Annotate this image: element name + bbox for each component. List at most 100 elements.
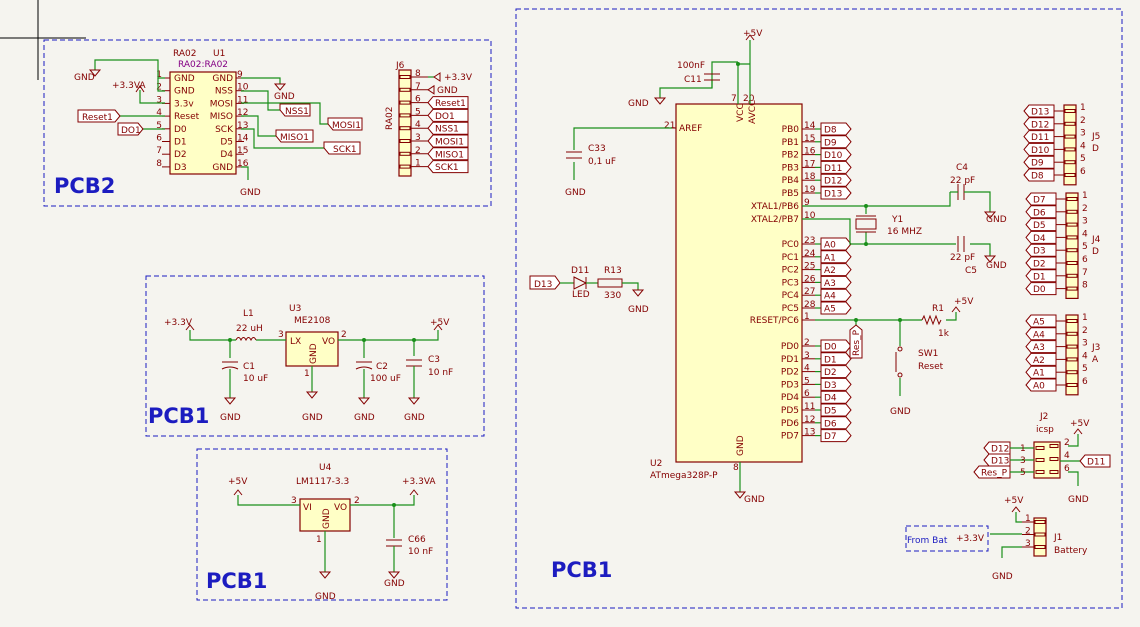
svg-text:GND: GND xyxy=(986,261,1007,271)
svg-text:U2: U2 xyxy=(650,459,662,469)
u1-pin-d1: D1 xyxy=(174,138,187,148)
j2-label-d11: D11 xyxy=(1079,454,1111,468)
svg-text:20: 20 xyxy=(743,94,755,104)
j6-3v3-label: +3.3V xyxy=(444,73,473,83)
u2-atmega328p[interactable]: U2 ATmega328P-P VCC AVCC AREF GND 7 20 2… xyxy=(650,94,852,481)
u2-pin-num: 6 xyxy=(804,389,810,399)
svg-text:Battery: Battery xyxy=(1054,546,1088,556)
svg-text:D6: D6 xyxy=(1033,208,1046,218)
svg-text:D9: D9 xyxy=(824,138,837,148)
svg-text:NSS1: NSS1 xyxy=(285,107,309,117)
u1-pin-num: 3 xyxy=(156,95,162,105)
svg-text:A2: A2 xyxy=(1033,356,1045,366)
svg-text:GND: GND xyxy=(404,413,425,423)
u2-pin-pb2: PB2 xyxy=(782,151,799,161)
svg-text:D11: D11 xyxy=(1031,133,1049,143)
svg-text:MOSI1: MOSI1 xyxy=(332,121,361,131)
j6-label-miso1: MISO1 xyxy=(427,147,469,160)
svg-text:GND: GND xyxy=(628,99,649,109)
svg-text:SCK1: SCK1 xyxy=(435,163,459,173)
u2-pin-num: 14 xyxy=(804,121,816,131)
u2-net-a2: A2 xyxy=(820,263,852,276)
label-reset1: Reset1 xyxy=(77,109,121,123)
svg-text:GND: GND xyxy=(890,407,911,417)
svg-text:1k: 1k xyxy=(938,329,950,339)
j2-pin-num: 6 xyxy=(1064,464,1070,474)
svg-text:A3: A3 xyxy=(1033,343,1045,353)
pcb1-ldo-region xyxy=(196,448,448,601)
u4-lm1117-regulator[interactable]: U4 LM1117-3.3 VI VO GND 3 2 1 xyxy=(291,463,360,545)
j6-label-do1: DO1 xyxy=(427,108,469,122)
u2-5v-symbol: +5V xyxy=(743,29,763,41)
l1-inductor[interactable]: L1 22 uH xyxy=(235,309,263,342)
u2-pin-num: 5 xyxy=(804,376,810,386)
j6-pin-num: 5 xyxy=(415,107,421,117)
u2-pin-pb4: PB4 xyxy=(782,176,800,186)
svg-text:From Bat: From Bat xyxy=(907,536,948,546)
label-do1: DO1 xyxy=(117,122,144,136)
j4-label-d6: D6 xyxy=(1025,205,1057,218)
u1-gnd-symbol-2: GND xyxy=(273,83,295,102)
u2-net-a3: A3 xyxy=(820,275,852,289)
svg-text:Reset1: Reset1 xyxy=(435,99,466,109)
u2-pin-pb0: PB0 xyxy=(782,125,800,135)
j1-battery-connector[interactable]: J1 Battery 123 From Bat +3.3V +5V GND xyxy=(905,496,1088,582)
j6-label-reset1: Reset1 xyxy=(427,96,469,110)
j6-label-sck1: SCK1 xyxy=(427,160,469,173)
j5-pin-num: 6 xyxy=(1080,167,1086,177)
u2-net-d10: D10 xyxy=(820,148,852,161)
u2-pin-num: 18 xyxy=(804,172,816,182)
svg-text:LX: LX xyxy=(290,337,301,347)
svg-text:D11: D11 xyxy=(824,164,842,174)
j3-label-a0: A0 xyxy=(1025,378,1057,392)
j3-label-a5: A5 xyxy=(1025,314,1057,328)
svg-text:A3: A3 xyxy=(824,279,836,289)
j6-pin-num: 4 xyxy=(415,120,421,130)
u2-pin-pb1: PB1 xyxy=(782,138,799,148)
u2-pin-num: 2 xyxy=(804,338,810,348)
svg-text:C5: C5 xyxy=(965,266,977,276)
u2-pin-num: 27 xyxy=(804,287,815,297)
svg-text:10 nF: 10 nF xyxy=(408,547,433,557)
svg-text:1: 1 xyxy=(316,535,322,545)
label-mosi1: MOSI1 xyxy=(327,117,363,131)
svg-text:22 pF: 22 pF xyxy=(950,176,975,186)
j2-pin-num: 4 xyxy=(1064,451,1070,461)
svg-text:D12: D12 xyxy=(1031,120,1049,130)
u2-pin-pd7: PD7 xyxy=(781,432,799,442)
j2-pin-num: 2 xyxy=(1064,438,1070,448)
j4-label-d3: D3 xyxy=(1025,243,1057,257)
svg-text:RA02:RA02: RA02:RA02 xyxy=(178,60,228,70)
j3-pin-num: 2 xyxy=(1082,326,1088,336)
svg-text:D11: D11 xyxy=(1087,458,1105,468)
svg-text:L1: L1 xyxy=(243,309,254,319)
u2-pin-pb5: PB5 xyxy=(782,189,799,199)
u3-me2108-regulator[interactable]: U3 ME2108 LX VO GND 3 2 1 xyxy=(278,304,347,379)
u1-pin-d0: D0 xyxy=(174,125,187,135)
svg-text:100 uF: 100 uF xyxy=(370,374,401,384)
svg-text:GND: GND xyxy=(986,215,1007,225)
u2-pin-pd0: PD0 xyxy=(781,342,799,352)
svg-text:MISO1: MISO1 xyxy=(280,133,309,143)
ldo-5v-symbol: +5V xyxy=(228,477,248,496)
svg-text:8: 8 xyxy=(733,463,739,473)
